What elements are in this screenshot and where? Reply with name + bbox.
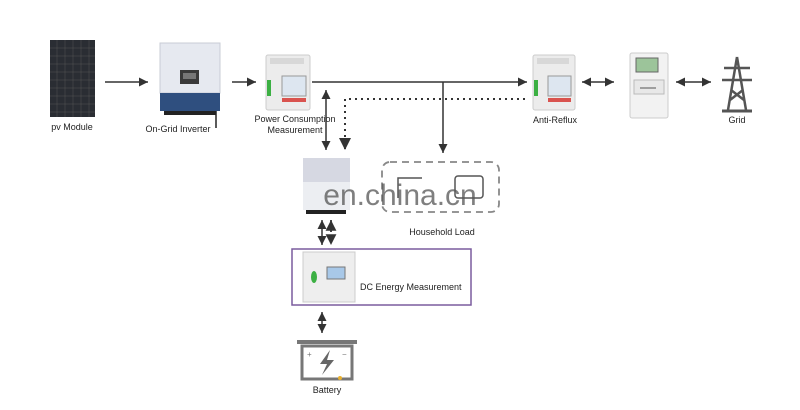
household-load-box <box>381 161 500 213</box>
dotted-communication-line <box>339 98 525 150</box>
power-meter-label-line1: Power Consumption <box>254 114 335 124</box>
grid-label: Grid <box>728 115 745 125</box>
battery-icon: + − <box>297 340 357 381</box>
hybrid-inverter-icon <box>303 158 350 214</box>
pv-module-icon <box>50 40 95 117</box>
watermark: en.china.cn <box>323 179 476 212</box>
on-grid-inverter-icon <box>159 42 221 128</box>
svg-text:−: − <box>342 350 347 359</box>
utility-meter-icon <box>629 52 669 119</box>
dc-energy-box <box>291 248 472 306</box>
dc-energy-label: DC Energy Measurement <box>360 282 462 292</box>
grid-tower-icon <box>722 56 752 113</box>
pv-module-label: pv Module <box>51 122 93 132</box>
power-meter-icon <box>265 54 311 111</box>
power-meter-label-line2: Measurement <box>267 125 323 135</box>
anti-reflux-label: Anti-Reflux <box>533 115 578 125</box>
anti-reflux-meter-icon <box>532 54 576 111</box>
svg-text:+: + <box>307 350 312 359</box>
inverter-label: On-Grid Inverter <box>145 124 210 134</box>
battery-label: Battery <box>313 385 342 395</box>
household-load-label: Household Load <box>409 227 475 237</box>
